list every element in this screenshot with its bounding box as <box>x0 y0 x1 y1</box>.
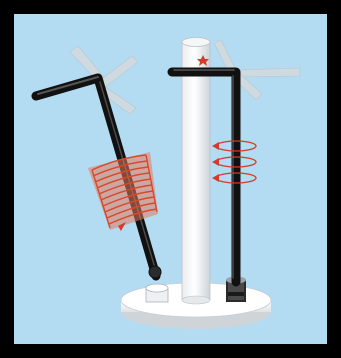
spring-coil-icon <box>88 152 158 231</box>
diagram-panel <box>14 14 327 344</box>
stand-pole <box>182 38 210 305</box>
left-socket <box>146 284 168 302</box>
hex-key-torque-diagram <box>14 14 327 344</box>
